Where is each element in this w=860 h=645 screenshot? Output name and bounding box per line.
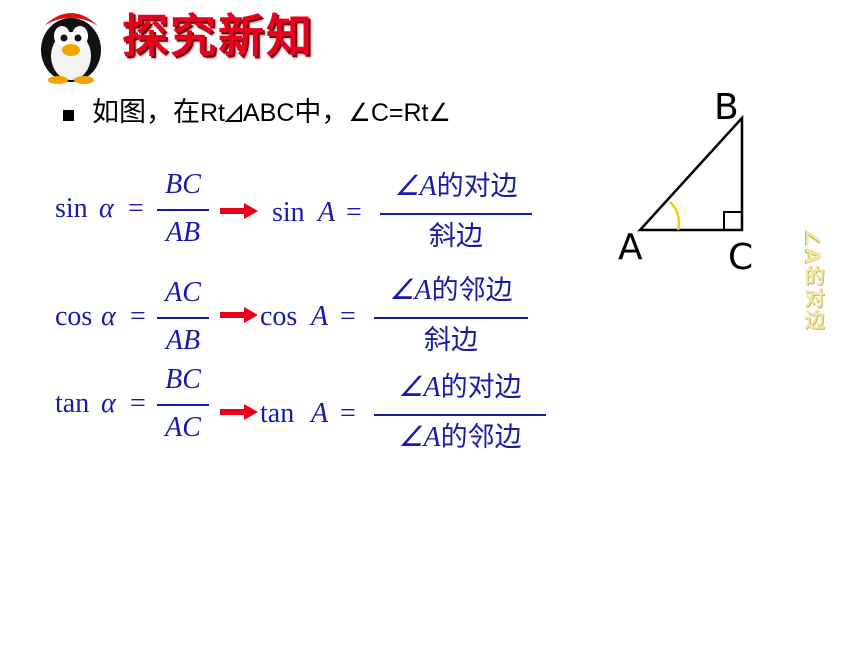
intro-mid: 中， [294, 97, 349, 128]
vertex-c-label: C [728, 237, 754, 278]
cos-alpha-fn: cos [55, 301, 93, 332]
angle-a-arc [669, 201, 681, 231]
cos-a-fn: cos [260, 301, 298, 332]
arrow-right-icon [220, 307, 258, 323]
tan-alpha-fn: tan [55, 388, 90, 419]
sin-alpha-fraction-bar [157, 209, 209, 211]
tan-a-den-text: 的邻边 [440, 422, 522, 453]
tan-a-denominator: ∠A的邻边 [374, 424, 546, 452]
tan-a-var: A [311, 398, 329, 429]
tan-a-fn: tan [260, 398, 295, 429]
sin-a-fraction-bar [380, 213, 532, 215]
intro-abc: ABC [243, 99, 295, 127]
side-note-vertical: ∠A的对边 [801, 228, 825, 332]
cos-alpha-eq: = [130, 301, 146, 332]
sin-a-denominator: 斜边 [429, 221, 483, 252]
sin-alpha-eq: = [128, 193, 144, 224]
cos-alpha-var: α [101, 301, 116, 332]
cos-alpha-fraction-bar [157, 317, 209, 319]
vertex-b-label: B [714, 87, 739, 128]
tan-a-numerator: ∠A的对边 [374, 374, 546, 402]
penguin-logo-icon [41, 13, 101, 84]
tan-alpha-denominator: AC [165, 412, 201, 443]
sin-a-num-text: 的对边 [436, 171, 518, 202]
cos-alpha-numerator: AC [165, 277, 201, 308]
sin-a-numerator: ∠A的对边 [380, 173, 532, 201]
sin-a-eq: = [346, 197, 362, 228]
formula-row-cos: cos α = AC AB cos A = ∠A的邻边 斜边 [0, 273, 600, 363]
formula-row-sin: sin α = BC AB sin A = ∠A的对边 斜边 [0, 165, 600, 255]
tan-a-den-angle: ∠A [398, 422, 441, 453]
cos-alpha-denominator: AB [165, 325, 201, 356]
intro-rt: Rt [200, 99, 225, 127]
cos-a-denominator: 斜边 [424, 325, 478, 356]
cos-a-eq: = [340, 301, 356, 332]
tan-alpha-var: α [101, 388, 116, 419]
formula-row-tan: tan α = BC AC tan A = ∠A的对边 ∠A的邻边 [0, 362, 600, 462]
tan-alpha-eq: = [130, 388, 146, 419]
intro-angle-c: ∠C=Rt∠ [348, 99, 451, 127]
right-triangle-icon [224, 103, 242, 122]
tan-a-fraction-bar [374, 414, 546, 416]
sin-alpha-numerator: BC [165, 169, 201, 200]
sin-a-fn: sin [272, 197, 305, 228]
tan-a-eq: = [340, 398, 356, 429]
tan-alpha-fraction-bar [157, 404, 209, 406]
sin-a-num-angle: ∠A [394, 171, 437, 202]
bullet-square-icon [63, 110, 74, 121]
cos-a-num-angle: ∠A [389, 275, 432, 306]
page-title: 探究新知 [122, 9, 314, 63]
tan-alpha-numerator: BC [165, 364, 201, 395]
sin-a-var: A [318, 197, 336, 228]
intro-prefix: 如图，在 [92, 97, 200, 128]
tan-a-num-angle: ∠A [398, 372, 441, 403]
right-triangle-diagram: B A C [612, 90, 792, 290]
cos-a-fraction-bar [374, 317, 528, 319]
intro-text: 如图，在Rt ABC中，∠C=Rt∠ [92, 93, 451, 133]
cos-a-num-text: 的邻边 [431, 275, 513, 306]
sin-alpha-fn: sin [55, 193, 88, 224]
tan-a-num-text: 的对边 [440, 372, 522, 403]
arrow-right-icon [220, 404, 258, 420]
sin-alpha-var: α [99, 193, 114, 224]
cos-a-var: A [311, 301, 329, 332]
triangle-figure [637, 114, 744, 232]
sin-alpha-denominator: AB [165, 217, 201, 248]
vertex-a-label: A [618, 227, 643, 268]
arrow-right-icon [220, 203, 258, 219]
cos-a-numerator: ∠A的邻边 [374, 277, 528, 305]
